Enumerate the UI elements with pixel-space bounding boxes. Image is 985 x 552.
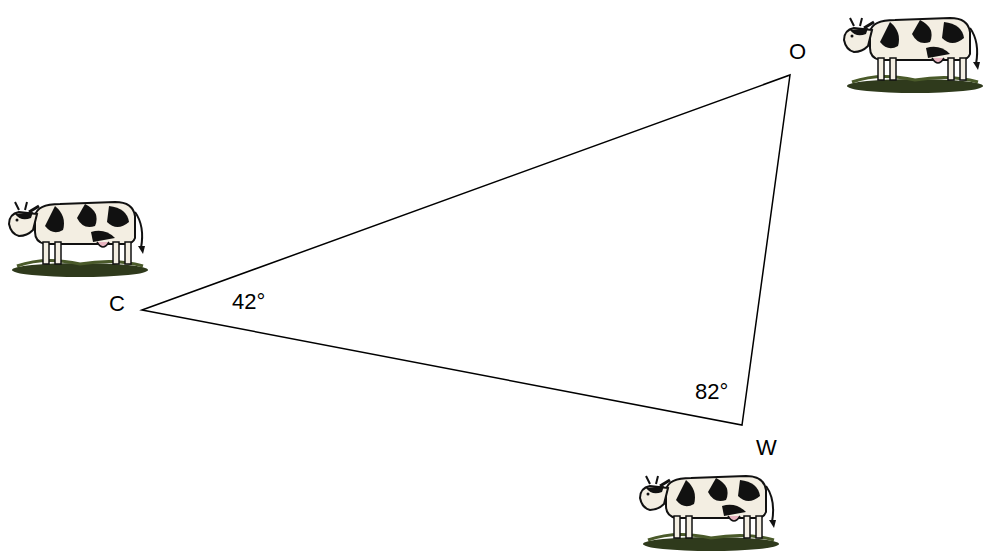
vertex-label: O — [789, 40, 806, 64]
cow-picture — [844, 18, 983, 93]
angle-label: 82° — [695, 380, 728, 404]
angle-label: 42° — [232, 290, 265, 314]
triangle — [142, 75, 790, 425]
cow-picture — [640, 476, 779, 551]
vertex-label: C — [109, 292, 125, 316]
vertex-label: W — [756, 436, 777, 460]
cow-picture — [9, 202, 148, 277]
